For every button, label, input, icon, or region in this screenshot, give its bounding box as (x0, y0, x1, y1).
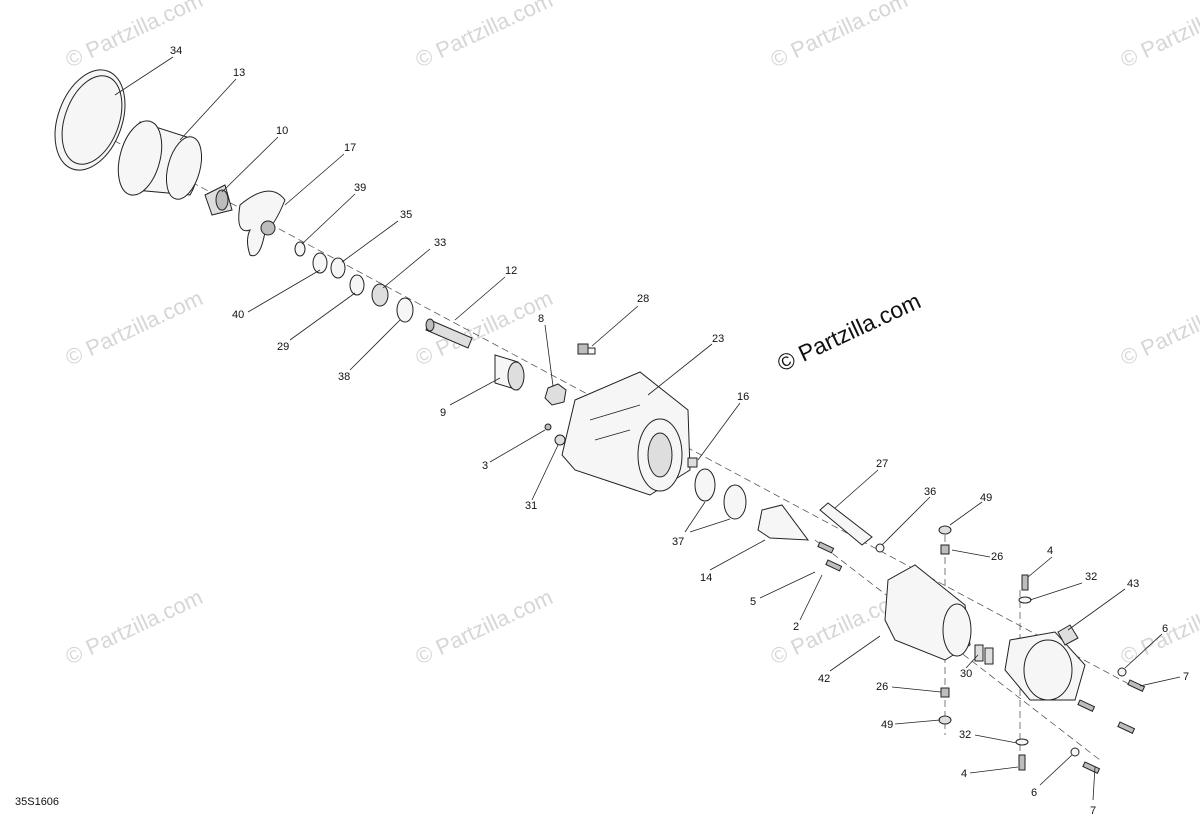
part-23-housing (561, 371, 691, 496)
label-6-bottom: 6 (1031, 787, 1037, 799)
label-36: 36 (924, 486, 936, 498)
watermark: © Partzilla.com (412, 584, 557, 669)
label-6-top: 6 (1162, 623, 1168, 635)
watermark-grid: © Partzilla.com © Partzilla.com © Partzi… (62, 0, 1200, 670)
part-37-oring-b (723, 484, 747, 520)
label-10: 10 (276, 125, 288, 137)
part-35-washer (330, 257, 346, 279)
label-16: 16 (737, 391, 749, 403)
part-42-venturi (884, 564, 972, 661)
leader-lines (114, 56, 1181, 801)
label-39: 39 (354, 182, 366, 194)
part-9-bearing (494, 354, 525, 391)
label-32-top: 32 (1085, 571, 1097, 583)
part-33-seal (371, 283, 389, 307)
watermark: © Partzilla.com (62, 285, 207, 370)
label-42: 42 (818, 673, 830, 685)
watermark: © Partzilla.com (1117, 0, 1200, 73)
label-23: 23 (712, 333, 724, 345)
label-4-bottom: 4 (961, 768, 967, 780)
watermark: © Partzilla.com (1117, 285, 1200, 370)
part-29-spacer (349, 274, 365, 296)
label-32-bottom: 32 (959, 729, 971, 741)
watermark: © Partzilla.com (1117, 584, 1200, 669)
label-27: 27 (876, 458, 888, 470)
label-43: 43 (1127, 578, 1139, 590)
part-37-oring-a (694, 468, 716, 502)
label-49-bottom: 49 (881, 719, 893, 731)
diagram-reference: 35S1606 (15, 796, 59, 808)
part-38-oring (396, 297, 414, 323)
part-16-fitting (687, 457, 698, 468)
label-8: 8 (538, 313, 544, 325)
part-13-wear-ring (117, 120, 203, 200)
small-rings (294, 241, 414, 323)
label-2: 2 (793, 621, 799, 633)
label-9: 9 (440, 407, 446, 419)
watermark: © Partzilla.com (62, 584, 207, 669)
label-35: 35 (400, 209, 412, 221)
label-31: 31 (525, 500, 537, 512)
label-12: 12 (505, 265, 517, 277)
part-14-cone (757, 504, 810, 541)
label-4-top: 4 (1047, 545, 1053, 557)
watermark: © Partzilla.com (767, 0, 912, 73)
label-5: 5 (750, 596, 756, 608)
part-30-anode (974, 644, 994, 665)
screws-5-2 (817, 541, 843, 572)
main-watermark: © Partzilla.com (773, 287, 924, 376)
part-27-hose (819, 502, 873, 546)
part-3-pin (544, 423, 552, 431)
part-28-plug (577, 343, 596, 355)
label-34: 34 (170, 45, 182, 57)
label-26-bottom: 26 (876, 681, 888, 693)
part-labels: 34 13 10 17 39 35 33 12 40 29 38 8 28 23… (170, 45, 1189, 817)
watermark: © Partzilla.com (62, 0, 207, 73)
label-49-top: 49 (980, 492, 992, 504)
label-29: 29 (277, 341, 289, 353)
watermark: © Partzilla.com (412, 0, 557, 73)
label-14: 14 (700, 572, 712, 584)
label-13: 13 (233, 67, 245, 79)
part-34-seal-ring (54, 69, 126, 171)
label-37: 37 (672, 536, 684, 548)
label-17: 17 (344, 142, 356, 154)
part-8-nut (544, 383, 567, 406)
label-30: 30 (960, 668, 972, 680)
part-10-cone (204, 184, 233, 216)
label-7-top: 7 (1183, 671, 1189, 683)
label-7-bottom: 7 (1090, 805, 1096, 817)
label-33: 33 (434, 237, 446, 249)
part-31-washer (554, 434, 566, 446)
hardware (938, 525, 1146, 774)
part-12-shaft (425, 318, 473, 349)
part-39-ring (294, 241, 306, 257)
part-43-nozzle (1004, 624, 1086, 701)
label-26-top: 26 (991, 551, 1003, 563)
label-3: 3 (482, 460, 488, 472)
label-28: 28 (637, 293, 649, 305)
part-17-impeller (238, 190, 286, 257)
label-38: 38 (338, 371, 350, 383)
part-36-oring (875, 543, 885, 553)
label-40: 40 (232, 309, 244, 321)
part-40-circlip (312, 252, 328, 274)
